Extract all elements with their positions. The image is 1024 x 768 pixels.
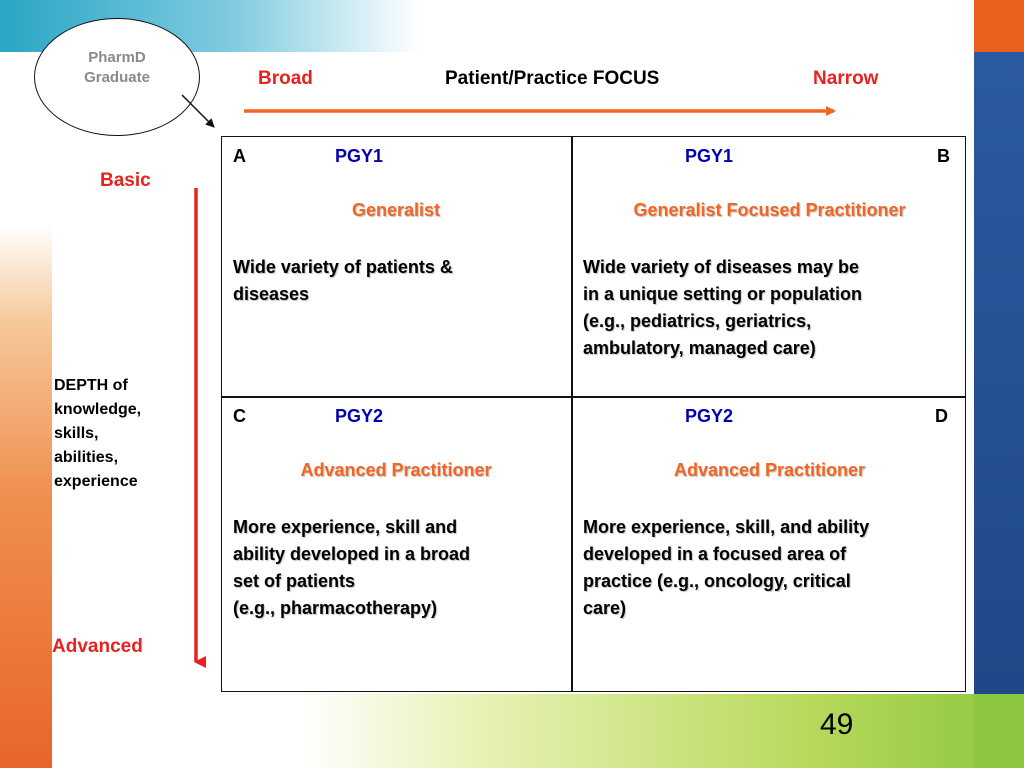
description-line: ambulatory, managed care) <box>583 338 816 358</box>
focus-narrow-label: Narrow <box>813 68 879 89</box>
quadrant-d-pgy: PGY2 <box>685 406 734 426</box>
right-orange-block <box>974 0 1024 52</box>
depth-label-line: knowledge, <box>54 401 142 418</box>
quadrant-grid <box>221 136 966 692</box>
grid-horizontal-divider <box>221 396 966 398</box>
description-line: Wide variety of patients & <box>233 257 453 277</box>
description-line: More experience, skill and <box>233 517 458 537</box>
description-line: set of patients <box>233 571 356 591</box>
quadrant-a-subtitle: Generalist <box>351 200 441 220</box>
right-green-block <box>974 694 1024 768</box>
focus-broad-label: Broad <box>258 68 313 89</box>
description-line: (e.g., pediatrics, geriatrics, <box>583 311 812 331</box>
left-decorative-band <box>0 225 52 768</box>
quadrant-a-pgy: PGY1 <box>335 146 384 166</box>
quadrant-d-subtitle: Advanced Practitioner <box>673 460 866 480</box>
graduate-connector-arrow <box>181 94 215 128</box>
quadrant-c-description: More experience, skill and ability devel… <box>233 514 567 622</box>
description-line: in a unique setting or population <box>583 284 862 304</box>
depth-axis-label: DEPTH of knowledge, skills, abilities, e… <box>54 374 141 494</box>
quadrant-b-letter: B <box>937 146 950 166</box>
quadrant-c-letter: C <box>233 406 246 426</box>
quadrant-b-subtitle: Generalist Focused Practitioner <box>633 200 906 220</box>
pharmd-graduate-ellipse <box>34 18 200 136</box>
quadrant-b-description: Wide variety of diseases may be in a uni… <box>583 254 963 362</box>
description-line: Wide variety of diseases may be <box>583 257 859 277</box>
pharmd-graduate-label: PharmD Graduate <box>34 48 200 88</box>
description-line: care) <box>583 598 627 618</box>
description-line: developed in a focused area of <box>583 544 847 564</box>
depth-advanced-label: Advanced <box>52 636 143 657</box>
quadrant-a-letter: A <box>233 146 246 166</box>
description-line: diseases <box>233 284 310 304</box>
bottom-decorative-band <box>300 694 1024 768</box>
depth-label-line: abilities, <box>54 449 119 466</box>
description-line: More experience, skill, and ability <box>583 517 870 537</box>
quadrant-b-pgy: PGY1 <box>685 146 734 166</box>
quadrant-c-subtitle: Advanced Practitioner <box>300 460 492 480</box>
depth-basic-label: Basic <box>100 170 151 191</box>
quadrant-d-letter: D <box>935 406 948 426</box>
quadrant-a-description: Wide variety of patients & diseases <box>233 254 563 308</box>
description-line: ability developed in a broad <box>233 544 471 564</box>
depth-label-line: DEPTH of <box>54 377 128 394</box>
page-number: 49 <box>820 708 854 741</box>
description-line: (e.g., pharmacotherapy) <box>233 598 438 618</box>
ellipse-line-1: PharmD <box>88 49 146 66</box>
depth-label-line: experience <box>54 473 138 490</box>
focus-axis-title: Patient/Practice FOCUS <box>445 68 660 89</box>
description-line: practice (e.g., oncology, critical <box>583 571 851 591</box>
ellipse-line-2: Graduate <box>84 69 150 86</box>
depth-label-line: skills, <box>54 425 99 442</box>
quadrant-c-pgy: PGY2 <box>335 406 384 426</box>
grid-vertical-divider <box>571 136 573 692</box>
quadrant-d-description: More experience, skill, and ability deve… <box>583 514 963 622</box>
right-blue-bar <box>974 52 1024 694</box>
